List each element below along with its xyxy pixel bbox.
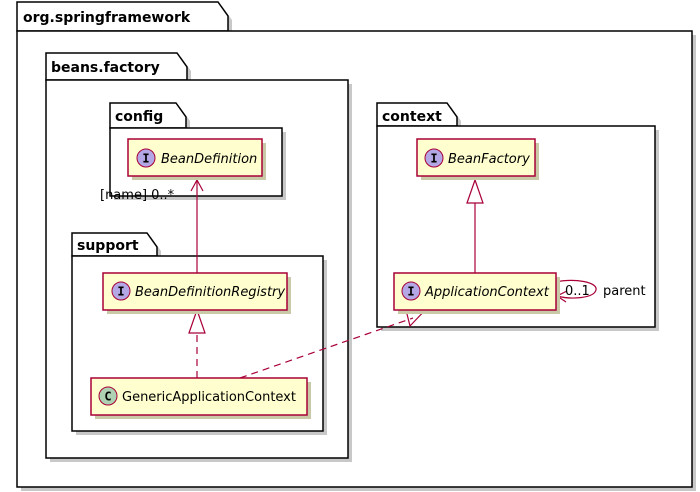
package-label-root: org.springframework (23, 10, 191, 26)
class-badge-icon (98, 386, 118, 406)
class-generic-application-context[interactable]: C GenericApplicationContext (90, 377, 311, 419)
package-label-beans-factory: beans.factory (51, 60, 160, 76)
label-parent-multiplicity: 0..1 (565, 284, 590, 299)
class-bean-factory[interactable]: I BeanFactory (416, 138, 539, 180)
class-bean-definition[interactable]: I BeanDefinition (127, 138, 266, 180)
class-name: ApplicationContext (424, 285, 550, 300)
interface-badge-icon (401, 281, 421, 301)
package-label-config: config (115, 109, 163, 125)
badge-letter: I (142, 152, 149, 166)
edge-applicationcontext-extends-beanfactory (466, 178, 484, 273)
class-application-context[interactable]: I ApplicationContext (393, 272, 560, 314)
class-bean-definition-registry[interactable]: I BeanDefinitionRegistry (102, 272, 291, 314)
badge-letter: I (430, 152, 437, 166)
label-parent-role: parent (603, 284, 646, 299)
edge-generic-implements-registry (188, 308, 206, 378)
class-name: BeanFactory (448, 152, 530, 167)
class-name: BeanDefinitionRegistry (135, 285, 285, 300)
package-label-support: support (77, 238, 139, 254)
badge-letter: I (117, 285, 124, 299)
package-label-context: context (382, 109, 442, 125)
class-name: BeanDefinition (161, 152, 257, 167)
interface-badge-icon (111, 281, 131, 301)
badge-letter: I (407, 285, 414, 299)
class-name: GenericApplicationContext (122, 390, 296, 405)
interface-badge-icon (424, 148, 444, 168)
interface-badge-icon (136, 148, 156, 168)
badge-letter: C (104, 390, 111, 404)
label-registry-multiplicity: [name] 0..* (100, 188, 175, 203)
